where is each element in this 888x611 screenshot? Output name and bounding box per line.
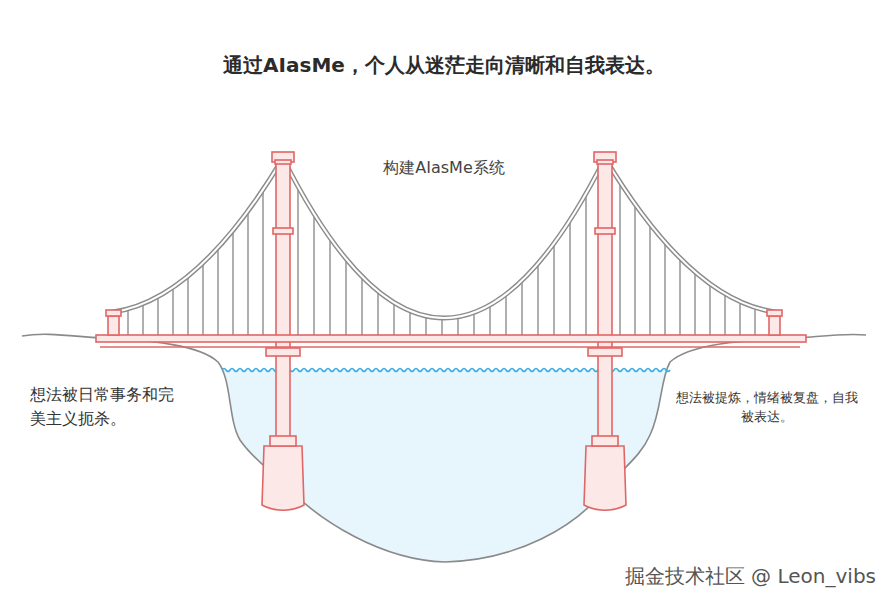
hanger xyxy=(377,293,378,335)
hanger xyxy=(313,216,314,335)
hanger xyxy=(664,244,665,335)
hanger xyxy=(505,296,506,335)
left-note: 想法被日常事务和完美主义扼杀。 xyxy=(30,383,182,431)
hanger xyxy=(297,188,298,335)
hanger xyxy=(361,278,362,335)
hanger xyxy=(127,311,128,335)
hanger xyxy=(489,307,490,335)
hanger xyxy=(754,309,755,335)
hanger xyxy=(649,226,650,335)
hanger xyxy=(521,282,522,335)
bridge-hangers xyxy=(128,168,755,335)
hanger xyxy=(473,314,474,335)
hanger xyxy=(425,318,426,335)
hanger xyxy=(694,274,695,335)
hanger xyxy=(345,261,346,335)
hanger xyxy=(739,304,740,335)
hanger xyxy=(569,222,570,335)
watermark: 掘金技术社区 @ Leon_vibs xyxy=(540,563,876,590)
hanger xyxy=(217,250,218,335)
hanger xyxy=(247,213,248,335)
hanger xyxy=(537,265,538,335)
hanger xyxy=(157,299,158,335)
hanger xyxy=(262,192,263,335)
bridge-deck xyxy=(96,310,806,347)
hanger xyxy=(724,296,725,335)
hanger xyxy=(232,232,233,335)
hanger xyxy=(202,265,203,335)
canyon-outline xyxy=(22,334,866,562)
hanger xyxy=(329,240,330,335)
hanger xyxy=(393,305,394,335)
hanger xyxy=(441,320,442,335)
hanger xyxy=(679,260,680,335)
main-cables xyxy=(113,158,775,318)
hanger xyxy=(619,184,620,335)
hanger xyxy=(585,196,586,335)
hanger xyxy=(709,286,710,335)
bridge-label: 构建AIasMe系统 xyxy=(344,158,544,179)
hanger xyxy=(142,306,143,335)
hanger xyxy=(172,289,173,335)
right-note: 想法被提炼，情绪被复盘，自我被表达。 xyxy=(676,388,858,426)
hanger xyxy=(553,245,554,335)
hanger xyxy=(187,278,188,335)
hanger xyxy=(457,319,458,335)
diagram-title: 通过AIasMe，个人从迷茫走向清晰和自我表达。 xyxy=(0,52,888,79)
bridge-towers xyxy=(262,152,626,510)
hanger xyxy=(634,206,635,335)
hanger xyxy=(409,313,410,335)
